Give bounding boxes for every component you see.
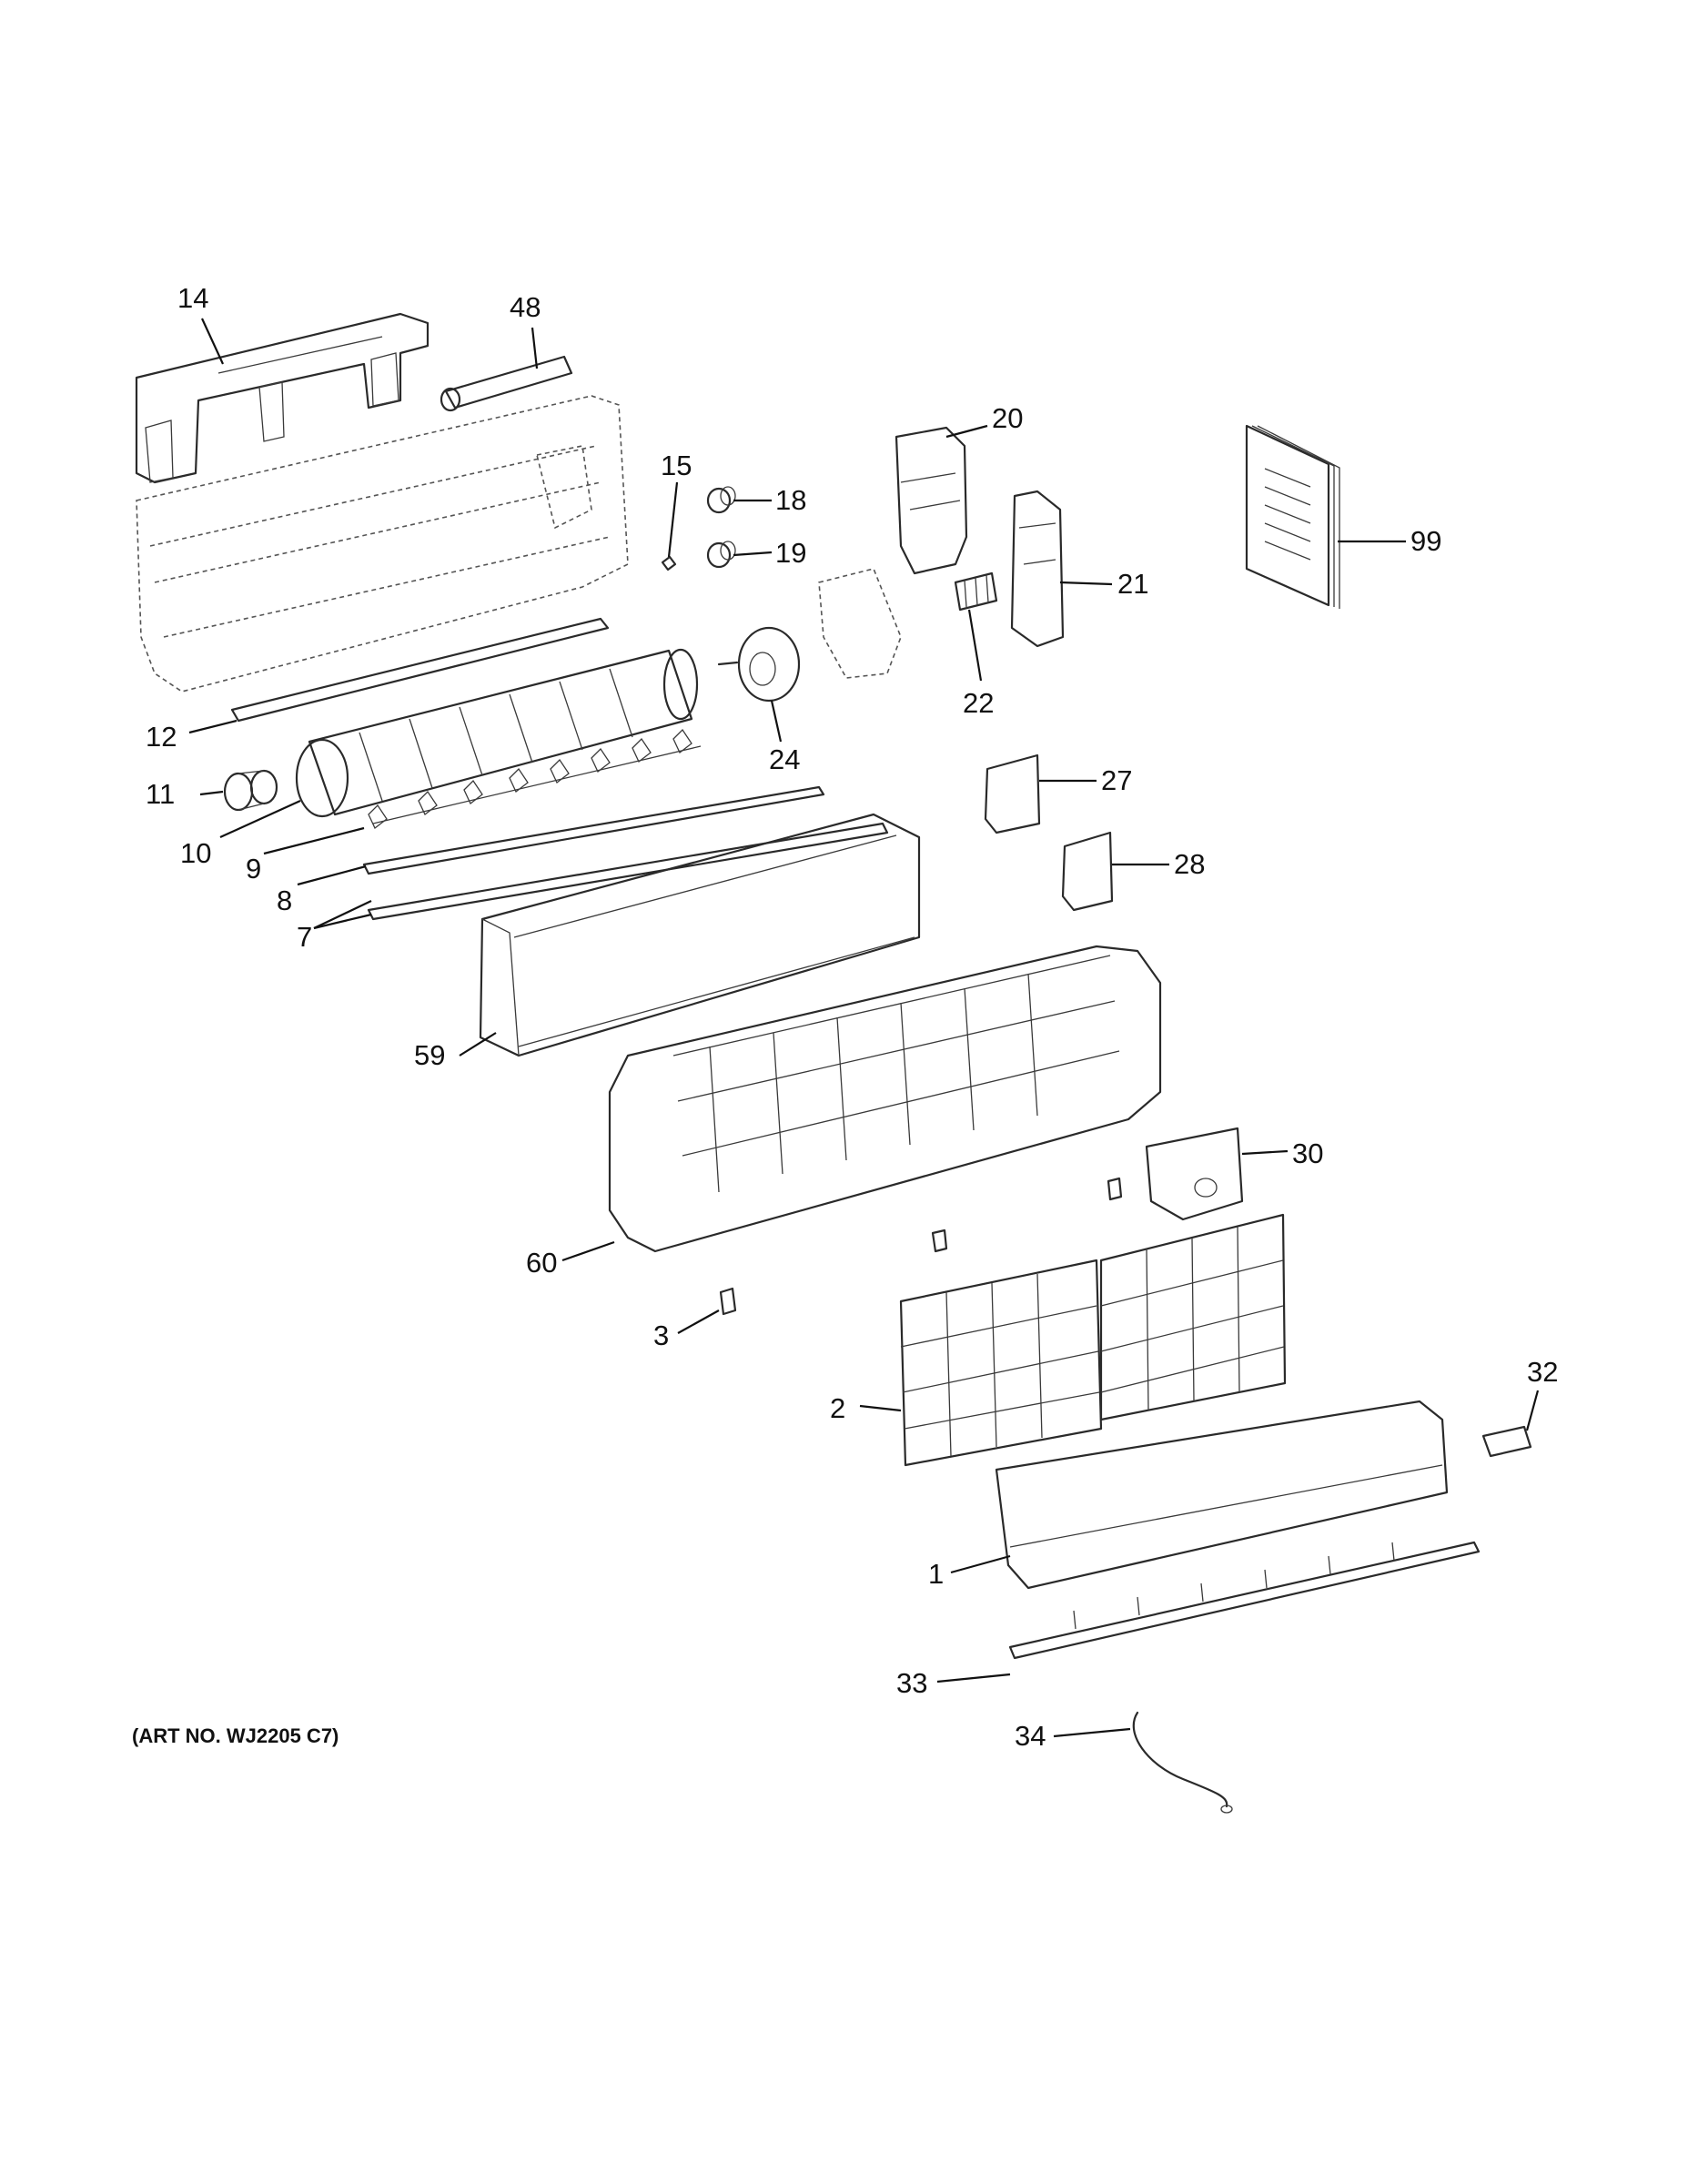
callout-24: 24 [769, 743, 800, 775]
art-number: (ART NO. WJ2205 C7) [132, 1724, 339, 1747]
part-18-motor-cap [706, 486, 736, 514]
part-1-front-panel [995, 1400, 1449, 1590]
part-20-control-box [895, 426, 968, 575]
callout-labels: 14 48 15 18 19 20 21 22 99 12 24 11 10 9… [146, 282, 1558, 1752]
callout-48: 48 [510, 291, 541, 323]
part-15-screw [661, 555, 677, 571]
part-2-filter-right [1099, 1213, 1287, 1421]
callout-11: 11 [146, 778, 175, 810]
callout-8: 8 [277, 885, 292, 916]
callout-34: 34 [1015, 1720, 1046, 1752]
part-21-pcb [1010, 490, 1065, 648]
callout-3: 3 [653, 1320, 669, 1351]
part-60-chassis [608, 945, 1162, 1253]
part-48-tube [440, 355, 573, 412]
part-14-mounting-plate [135, 312, 430, 484]
part-11-bearing [223, 769, 278, 812]
part-99-manual [1245, 424, 1340, 609]
callout-99: 99 [1410, 525, 1441, 557]
callout-1: 1 [928, 1558, 944, 1590]
motor-bracket [818, 568, 902, 679]
part-22-terminal-block [954, 571, 998, 612]
part-59-evaporator [479, 813, 921, 1057]
callout-9: 9 [246, 853, 261, 885]
callout-32: 32 [1527, 1356, 1558, 1388]
callout-18: 18 [775, 484, 806, 516]
part-19-motor-cap [706, 541, 736, 569]
callout-2: 2 [830, 1392, 845, 1424]
chassis-housing [136, 395, 629, 693]
part-12-strip [230, 617, 610, 723]
callout-12: 12 [146, 721, 177, 753]
callout-20: 20 [992, 402, 1023, 434]
callout-14: 14 [177, 282, 208, 314]
part-24-fan-motor [717, 626, 801, 703]
part-8-7-vanes [362, 785, 889, 921]
part-30-bracket [1145, 1127, 1244, 1221]
callout-21: 21 [1117, 568, 1148, 600]
callout-22: 22 [963, 687, 994, 719]
part-10-blower-wheel [295, 648, 699, 818]
callout-19: 19 [775, 537, 806, 569]
part-3-clip [719, 1287, 737, 1316]
clip-pair [931, 1177, 1123, 1253]
callout-33: 33 [896, 1667, 927, 1699]
part-27-cover [984, 753, 1041, 834]
leader-lines [188, 318, 1540, 1738]
callout-15: 15 [661, 450, 692, 481]
part-33-rod [1008, 1541, 1481, 1660]
part-2-filter-left [899, 1259, 1103, 1467]
callout-27: 27 [1101, 764, 1132, 796]
part-32-display [1481, 1425, 1532, 1458]
part-34-cable [1132, 1711, 1233, 1814]
callout-30: 30 [1292, 1138, 1323, 1169]
callout-60: 60 [526, 1247, 557, 1279]
part-9-louver-set [368, 728, 702, 830]
callout-7: 7 [297, 921, 312, 953]
callout-10: 10 [180, 837, 211, 869]
part-28-cover [1061, 831, 1114, 912]
callout-59: 59 [414, 1039, 445, 1071]
callout-28: 28 [1174, 848, 1205, 880]
